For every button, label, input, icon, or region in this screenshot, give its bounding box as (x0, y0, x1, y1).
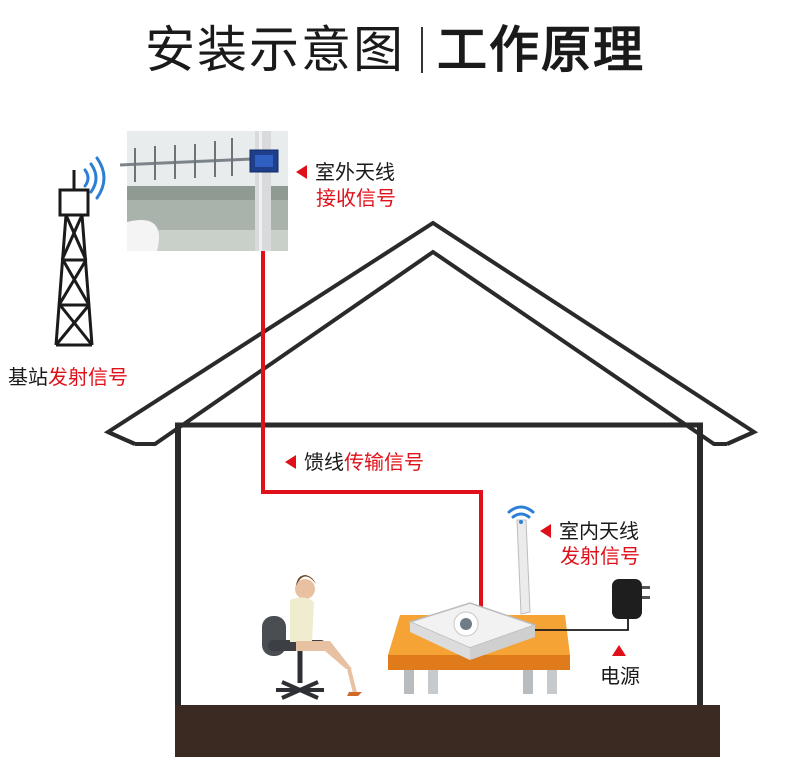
power-adapter-icon (612, 579, 650, 619)
ground-base (175, 705, 720, 757)
pointer-arrow-icon (296, 164, 307, 179)
outdoor-antenna-name: 室外天线 (315, 160, 395, 184)
outdoor-antenna-label: 室外天线 (296, 160, 395, 184)
house-roof (103, 220, 759, 446)
power-cord (535, 616, 629, 631)
wifi-icon (507, 505, 535, 524)
pointer-arrow-icon (285, 454, 296, 469)
feeder-name: 馈线 (304, 450, 344, 474)
feeder-label: 馈线传输信号 (285, 450, 424, 474)
indoor-antenna-rod (516, 519, 531, 615)
tower-icon (54, 170, 94, 347)
feeder-action: 传输信号 (344, 450, 424, 474)
page-title: 安装示意图工作原理 (0, 18, 790, 82)
signal-waves-icon (83, 156, 106, 200)
base-station-name: 基站 (8, 365, 48, 389)
title-working-principle: 工作原理 (437, 21, 645, 79)
indoor-antenna-label: 室内天线 (540, 519, 639, 543)
pointer-arrow-icon (612, 645, 626, 656)
indoor-antenna-action: 发射信号 (560, 544, 640, 568)
feeder-cable (261, 251, 483, 610)
outdoor-antenna-action: 接收信号 (316, 186, 396, 210)
title-divider (421, 26, 423, 73)
indoor-antenna-name: 室内天线 (559, 519, 639, 543)
outdoor-antenna-photo (119, 131, 288, 251)
repeater-device (407, 602, 538, 660)
base-station-action: 发射信号 (48, 365, 128, 389)
base-station-label: 基站发射信号 (8, 365, 128, 389)
power-label: 电源 (600, 664, 640, 688)
title-install-diagram: 安装示意图 (145, 21, 405, 79)
person-illustration (262, 575, 362, 700)
pointer-arrow-icon (540, 523, 551, 538)
